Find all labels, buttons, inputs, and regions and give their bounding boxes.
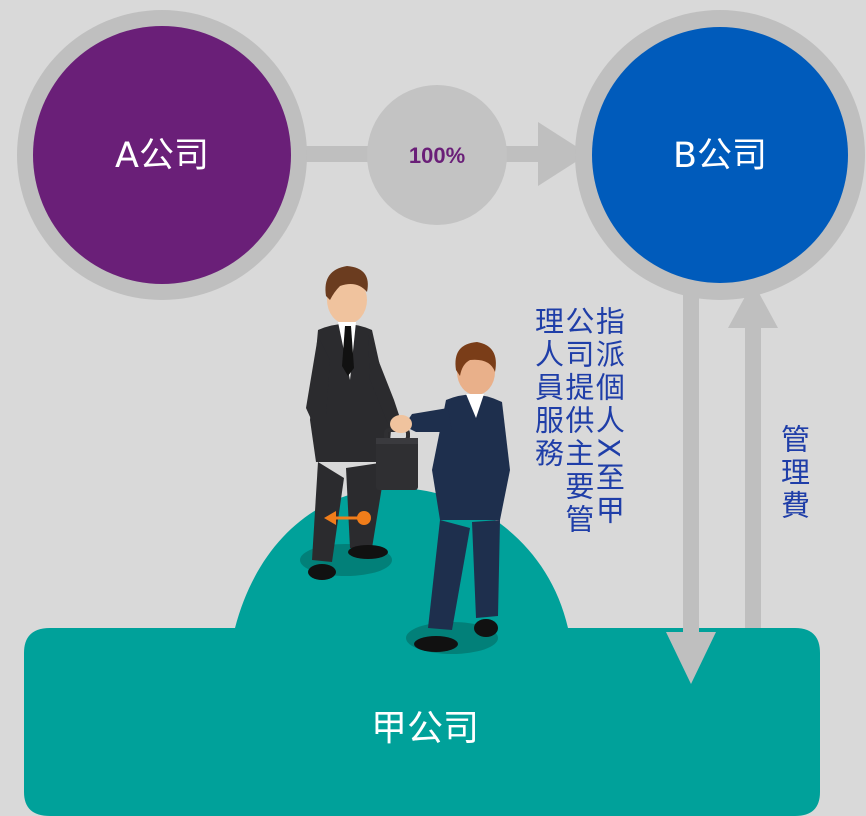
assignment-arrow-head	[666, 632, 716, 684]
orange-arrow-icon	[324, 511, 371, 525]
businessmen-handshake-illustration	[306, 266, 510, 652]
businessman-left	[306, 266, 400, 580]
company-b-label: B公司	[673, 136, 767, 176]
businessman-right	[390, 342, 510, 652]
assignment-arrow-shaft	[683, 282, 699, 634]
company-jia-label: 甲公司	[371, 708, 479, 749]
briefcase-icon	[376, 428, 418, 490]
ownership-arrow-head	[538, 122, 588, 186]
assignment-label-col-1: 指派個人X至甲	[591, 306, 626, 528]
management-fee-label: 管理費	[776, 424, 811, 564]
ownership-percentage: 100%	[409, 143, 465, 168]
company-a-circle	[33, 26, 291, 284]
company-a-label: A公司	[115, 136, 209, 176]
company-b-circle	[592, 27, 848, 283]
management-fee-text: 管理費	[776, 424, 811, 523]
assignment-label-col-3: 理人員服務	[530, 306, 565, 471]
fee-arrow-head	[728, 282, 778, 328]
company-jia-shape	[24, 488, 820, 816]
assignment-label: 指派個人X至甲 公司提供主要管 理人員服務	[530, 306, 626, 606]
fee-arrow-shaft	[745, 324, 761, 628]
ownership-percentage-bubble	[367, 85, 507, 225]
assignment-label-col-2: 公司提供主要管	[560, 306, 595, 537]
